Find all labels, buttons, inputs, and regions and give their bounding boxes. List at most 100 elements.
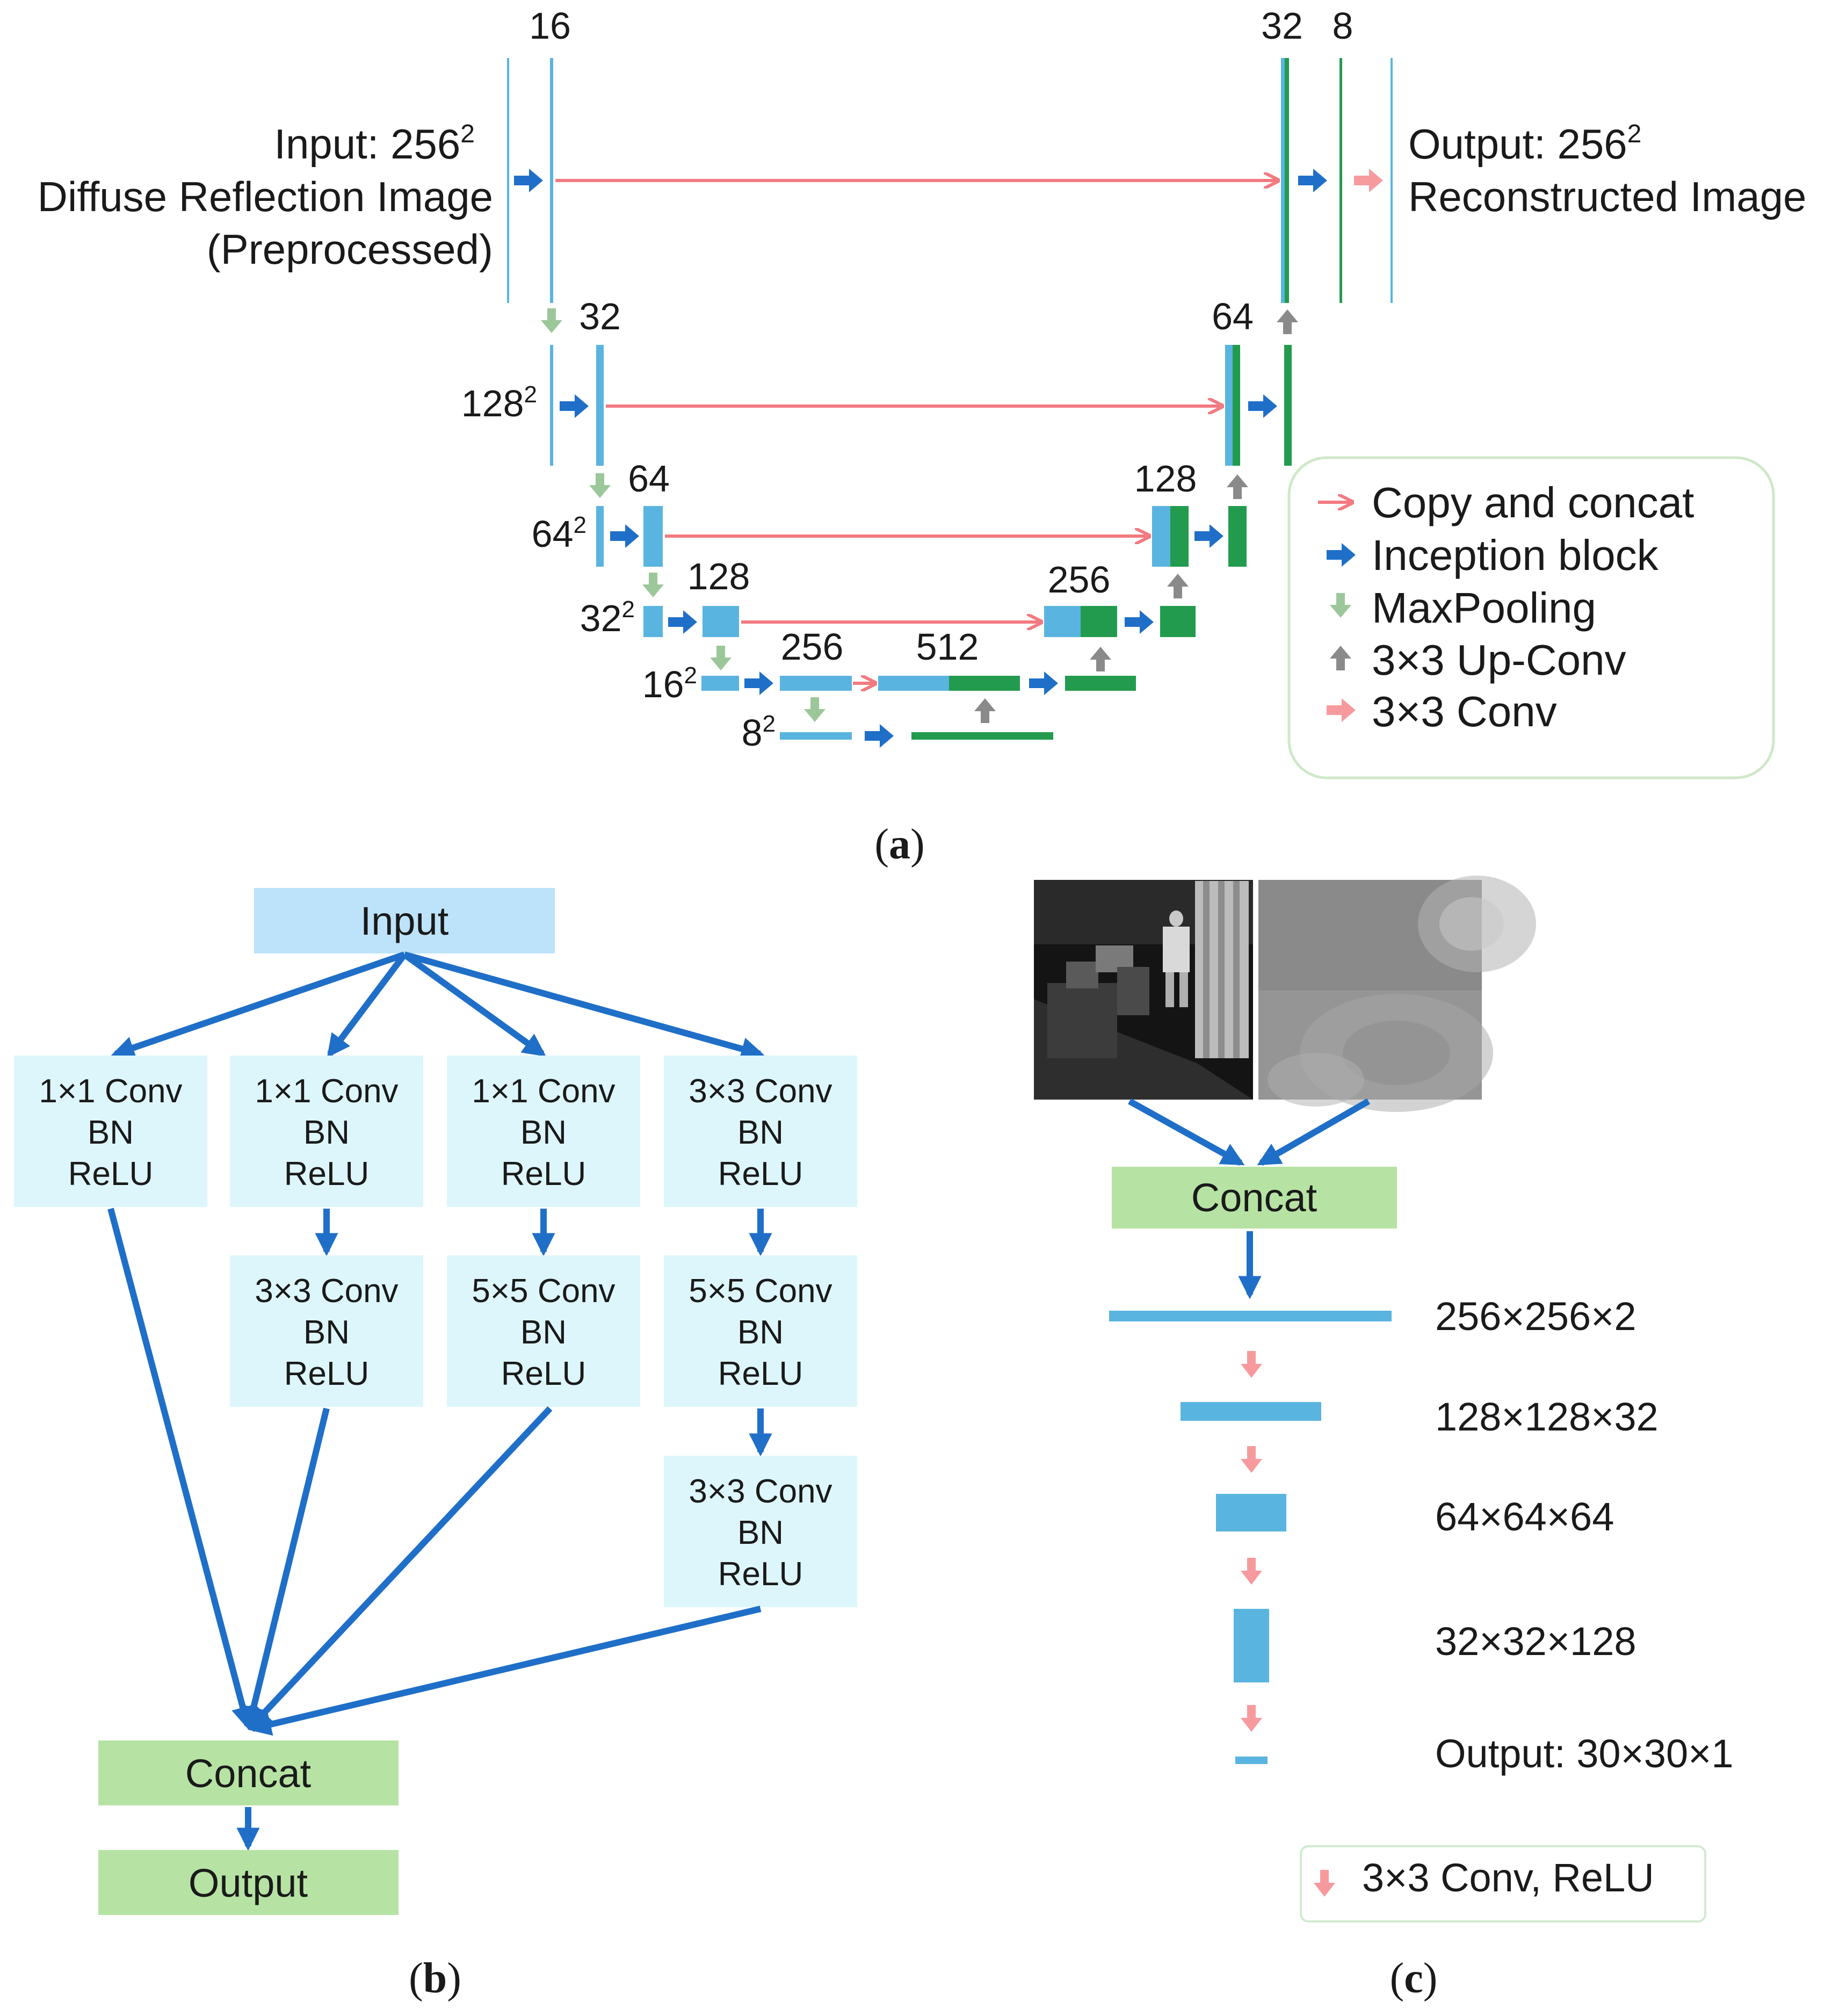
output-image-bar bbox=[1391, 58, 1393, 303]
channel-label-enc-32: 32 bbox=[579, 295, 621, 337]
branch4-box3-line3: ReLU bbox=[718, 1556, 803, 1593]
branch4-box3-line2: BN bbox=[737, 1514, 784, 1551]
enc1-feature-bar bbox=[550, 58, 553, 303]
bottom-feature-bar bbox=[911, 732, 1053, 740]
branch2-conv1x1-box bbox=[230, 1056, 423, 1207]
legend-maxpool-label: MaxPooling bbox=[1372, 584, 1596, 632]
channel-label-enc-64: 64 bbox=[628, 458, 670, 500]
branch1-box1-line1: 1×1 Conv bbox=[39, 1073, 182, 1110]
legend-a: Copy and concat Inception block MaxPooli… bbox=[1287, 456, 1775, 779]
inception-arrow-4 bbox=[1248, 394, 1277, 418]
enc4-pool-bar bbox=[643, 606, 663, 637]
caption-c: (c) bbox=[1390, 1955, 1438, 2002]
output-label: Output: 2562 bbox=[1408, 120, 1641, 168]
disc-conv-arrow-2 bbox=[1241, 1446, 1262, 1473]
branch4-box1-line2: BN bbox=[737, 1114, 784, 1151]
input-image-bar bbox=[507, 58, 509, 303]
branch4-box2-line1: 5×5 Conv bbox=[689, 1273, 832, 1310]
dec5-copy-bar bbox=[878, 676, 949, 691]
inception-arrow-8 bbox=[1125, 610, 1154, 634]
branch2-box2-line1: 3×3 Conv bbox=[255, 1273, 398, 1310]
branch3-conv1x1-box bbox=[447, 1056, 640, 1207]
branch2-box2-line3: ReLU bbox=[284, 1355, 370, 1392]
branch3-box2-line3: ReLU bbox=[501, 1355, 586, 1392]
inception-arrow-11 bbox=[865, 724, 894, 748]
dec3-feature-bar bbox=[1228, 506, 1247, 567]
maxpool-arrow-3 bbox=[642, 573, 664, 597]
disc-layer-3-label: 64×64×64 bbox=[1435, 1494, 1614, 1539]
inception-concat-box bbox=[98, 1740, 399, 1805]
fanout-arrow-3 bbox=[402, 952, 547, 1057]
disc-concat-box bbox=[1112, 1167, 1397, 1229]
legend-c-box bbox=[1300, 1845, 1706, 1923]
legend-a-box bbox=[1287, 456, 1775, 779]
legend-upconv-icon bbox=[1330, 646, 1351, 670]
final-conv-arrow bbox=[1354, 169, 1383, 192]
dec2-copy-bar bbox=[1225, 345, 1233, 466]
bottom-pool-bar bbox=[780, 732, 852, 740]
panel-c-discriminator: Concat 256×256×2 128×128×32 64×64×64 32×… bbox=[1034, 876, 1733, 2002]
inception-concat-label: Concat bbox=[185, 1751, 312, 1796]
caption-b: (b) bbox=[409, 1955, 461, 2002]
enc4-feature-bar bbox=[703, 606, 739, 637]
legend-copy-label: Copy and concat bbox=[1372, 479, 1694, 526]
upconv-arrow-2 bbox=[1090, 647, 1111, 671]
fanout-arrow-2 bbox=[327, 952, 407, 1058]
legend-c-conv-label: 3×3 Conv, ReLU bbox=[1362, 1855, 1654, 1900]
size-label-16: 162 bbox=[642, 662, 697, 705]
inception-arrow-9 bbox=[744, 671, 773, 695]
size-label-32: 322 bbox=[580, 596, 635, 639]
branch3-box1-line1: 1×1 Conv bbox=[472, 1073, 615, 1110]
upconv-arrow-3 bbox=[1167, 574, 1189, 598]
panel-b-inception: Input 1×1 Conv BN ReLU 1×1 Conv BN ReLU … bbox=[14, 888, 857, 2002]
channel-label-dec-64: 64 bbox=[1212, 295, 1254, 337]
branch1-conv1x1-box bbox=[14, 1056, 207, 1207]
disc-layer-1-bar bbox=[1109, 1311, 1392, 1321]
channel-label-dec-128: 128 bbox=[1134, 458, 1197, 500]
inception-arrow-10 bbox=[1029, 671, 1058, 695]
channel-label-512: 512 bbox=[916, 626, 979, 668]
branch2-box1-line2: BN bbox=[303, 1114, 350, 1151]
merge-arrow-4 bbox=[248, 1606, 762, 1736]
disc-conv-arrow-4 bbox=[1241, 1705, 1262, 1732]
dec3-copy-bar bbox=[1152, 506, 1170, 567]
branch4-conv5x5-box bbox=[664, 1255, 857, 1407]
channel-label-enc-128: 128 bbox=[687, 555, 750, 597]
merge-arrow-3 bbox=[248, 1406, 553, 1730]
inception-input-label: Input bbox=[360, 899, 449, 943]
legend-maxpool-icon bbox=[1330, 593, 1351, 618]
maxpool-arrow-4 bbox=[710, 646, 732, 670]
branch3-box2-line2: BN bbox=[520, 1314, 567, 1351]
dec3-upconv-bar bbox=[1170, 506, 1189, 567]
branch1-box1-line3: ReLU bbox=[68, 1155, 154, 1193]
enc2-pool-bar bbox=[550, 345, 553, 466]
branch2-box2-line2: BN bbox=[303, 1314, 350, 1351]
panel-a-unet: 16 32 8 Input: 2562 Diffuse Reflection I… bbox=[38, 5, 1807, 868]
legend-c-conv-icon bbox=[1314, 1870, 1335, 1897]
merge-arrow-1 bbox=[107, 1208, 255, 1730]
branch3-box1-line2: BN bbox=[520, 1114, 567, 1151]
disc-layer-3-bar bbox=[1216, 1494, 1286, 1531]
size-label-8: 82 bbox=[742, 711, 776, 754]
dec1-copy-bar bbox=[1281, 58, 1285, 303]
branch4-box2-line3: ReLU bbox=[718, 1355, 803, 1392]
channel-label-dec-256: 256 bbox=[1048, 559, 1111, 601]
maxpool-arrow-2 bbox=[589, 473, 611, 498]
dec4-feature-bar bbox=[1160, 606, 1196, 637]
legend-conv-label: 3×3 Conv bbox=[1372, 688, 1557, 735]
upconv-arrow-4 bbox=[1227, 474, 1248, 499]
disc-output-bar bbox=[1235, 1757, 1268, 1764]
dec4-upconv-bar bbox=[1081, 606, 1117, 637]
fanout-arrow-1 bbox=[111, 951, 405, 1059]
branch1-box1-line2: BN bbox=[88, 1114, 134, 1151]
dec5-upconv-bar bbox=[949, 676, 1020, 691]
disc-conv-arrow-3 bbox=[1241, 1558, 1262, 1585]
disc-layer-2-bar bbox=[1181, 1402, 1321, 1421]
dec2-upconv-bar bbox=[1233, 345, 1240, 466]
branch4-box1-line3: ReLU bbox=[718, 1155, 803, 1193]
enc2-feature-bar bbox=[596, 345, 604, 466]
inception-arrow-5 bbox=[610, 524, 639, 548]
branch3-box1-line3: ReLU bbox=[501, 1155, 586, 1193]
